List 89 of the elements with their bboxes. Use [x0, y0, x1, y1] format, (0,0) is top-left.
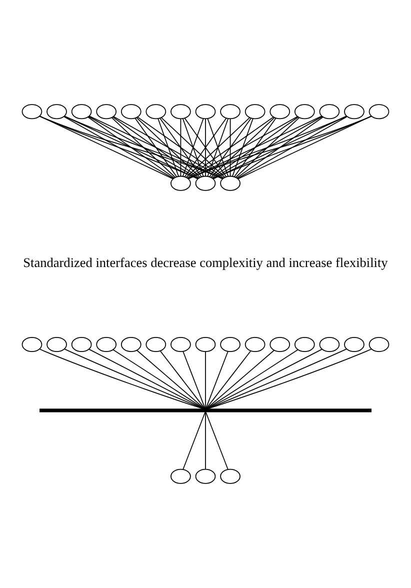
connector [206, 348, 348, 410]
node-circle [319, 336, 340, 352]
connector [186, 116, 274, 178]
node-circle [195, 176, 216, 191]
node-circle [220, 104, 240, 120]
node-circle [96, 336, 117, 352]
connector [211, 116, 299, 178]
connector [230, 118, 231, 177]
connector [180, 118, 182, 177]
node-circle [270, 104, 290, 120]
node-circle [71, 104, 92, 120]
connector [88, 116, 223, 180]
connector [234, 118, 276, 178]
connector [88, 116, 175, 178]
node-circle [220, 336, 240, 352]
connector [212, 116, 322, 179]
label: Standardized interfaces decrease complexitiy and increase flexibility [23, 255, 388, 270]
connector [182, 351, 206, 410]
node-circle [146, 104, 166, 120]
node-circle [46, 104, 67, 120]
connector [111, 117, 176, 178]
node-circle [319, 104, 340, 120]
connector [136, 350, 206, 410]
connector [64, 348, 205, 410]
node-circle [220, 468, 240, 484]
node-circle [96, 104, 117, 120]
node-circle [294, 336, 315, 352]
connector [205, 351, 228, 410]
node-circle [195, 336, 216, 352]
node-circle [71, 336, 92, 352]
node-circle [120, 104, 142, 120]
connector [184, 118, 227, 178]
connector [188, 116, 322, 180]
connector [209, 118, 252, 178]
node-circle [344, 336, 364, 352]
connector [134, 118, 178, 178]
connector [160, 350, 206, 410]
node-circle [220, 176, 240, 191]
node-circle [294, 104, 315, 120]
node-circle [146, 336, 166, 352]
node-circle [270, 336, 290, 352]
node-circle [195, 104, 216, 120]
connector [205, 118, 206, 177]
connector [206, 348, 372, 410]
node-circle [22, 336, 42, 352]
connector [205, 351, 206, 410]
connector [39, 348, 204, 410]
connector [237, 116, 348, 179]
connector [64, 116, 174, 179]
connector [113, 116, 224, 179]
connector [236, 117, 300, 178]
node-circle [244, 336, 266, 352]
connector [205, 350, 251, 410]
node-circle [22, 104, 42, 120]
connector [186, 117, 250, 178]
node-circle [170, 176, 191, 191]
connector [182, 412, 206, 470]
node-circle [195, 468, 216, 484]
node-circle [170, 104, 191, 120]
connector [206, 348, 322, 410]
node-circle [120, 336, 142, 352]
connector [205, 412, 206, 470]
node-circle [368, 104, 390, 120]
node-circle [170, 468, 191, 484]
connector [205, 412, 228, 470]
connector [161, 117, 226, 178]
connector [112, 116, 200, 178]
connector [210, 117, 275, 178]
connector [232, 118, 254, 177]
connector [238, 116, 372, 180]
node-circle [344, 104, 364, 120]
node-circle [170, 336, 191, 352]
connector [160, 118, 202, 178]
connector [88, 348, 205, 410]
connector [206, 350, 274, 410]
connector [206, 349, 298, 410]
connector [187, 116, 298, 179]
connector [236, 116, 324, 178]
connector [136, 117, 200, 178]
connector [158, 118, 179, 177]
node-bar [40, 408, 372, 412]
connector [88, 116, 199, 179]
node-circle [46, 336, 67, 352]
connector [112, 349, 206, 410]
connector [137, 116, 224, 178]
connector [64, 116, 198, 180]
node-circle [368, 336, 390, 352]
node-circle [244, 104, 266, 120]
connector [212, 116, 348, 180]
